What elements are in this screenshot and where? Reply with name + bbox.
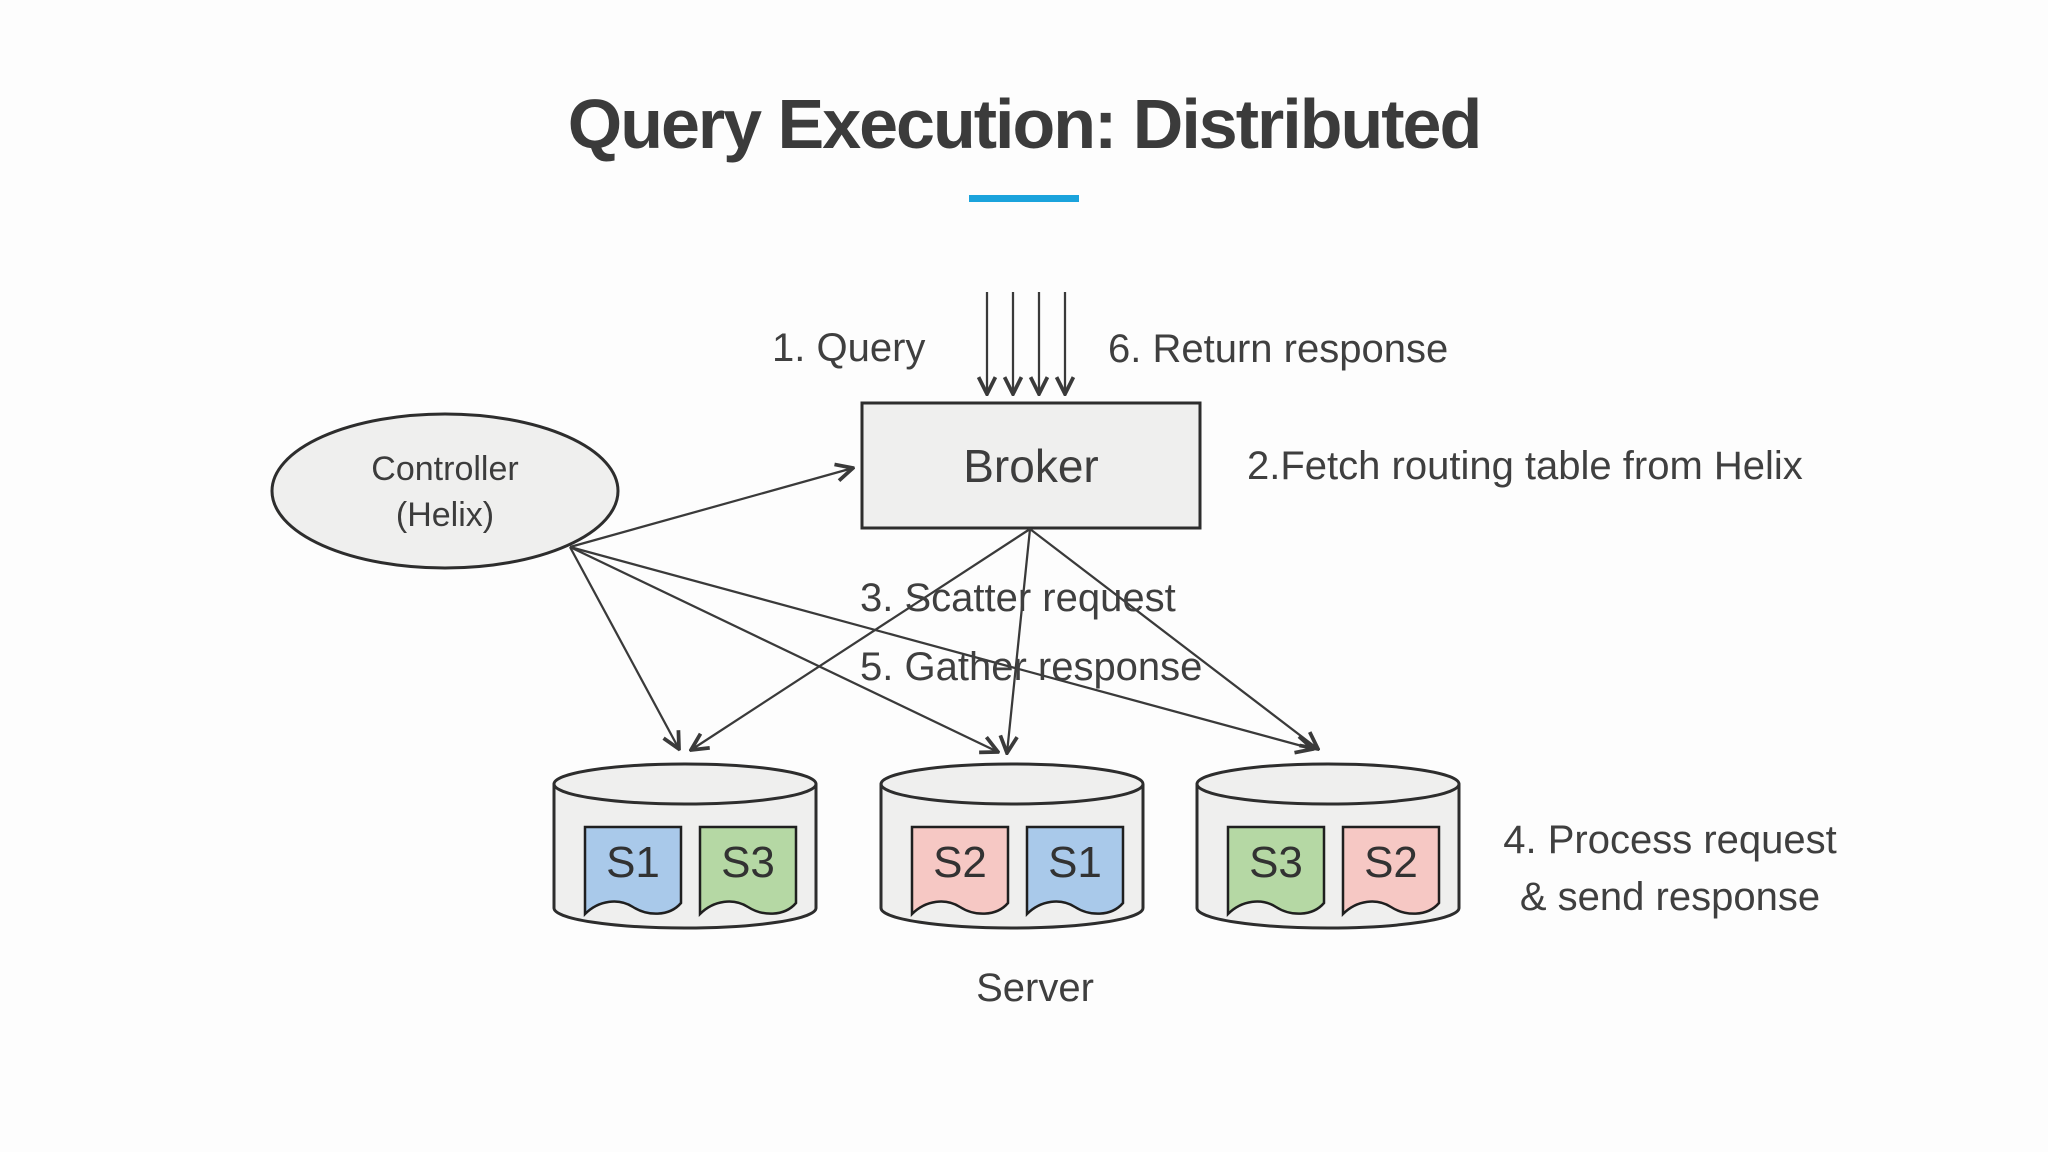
segment-shape-s3-b — [1226, 825, 1326, 918]
annotation-step4-process-request: 4. Process request & send response — [1480, 812, 1860, 926]
controller-to-server2-line — [569, 545, 998, 752]
controller-label-line1: Controller — [371, 450, 519, 488]
annotation-step2-fetch-routing-table: 2.Fetch routing table from Helix — [1247, 444, 1803, 488]
connector-lines — [569, 292, 1318, 753]
controller-node: Controller (Helix) — [272, 446, 618, 538]
segment-shape-s1-b — [1025, 825, 1125, 918]
segment-shape-s3-a — [698, 825, 798, 918]
segment-shape-s2-a — [910, 825, 1010, 918]
broker-node-shape — [860, 401, 1202, 530]
annotation-step5-gather-response: 5. Gather response — [860, 645, 1203, 689]
broker-to-server2-line — [1007, 528, 1032, 753]
segment-label: S3 — [1249, 838, 1303, 887]
controller-to-server3-line — [569, 545, 1313, 749]
segment-label: S3 — [721, 838, 775, 887]
segment-label: S2 — [933, 838, 987, 887]
segment-label: S1 — [1048, 838, 1102, 887]
title-accent-divider — [969, 195, 1079, 202]
broker-to-server3-line — [1029, 528, 1318, 749]
controller-to-broker-arrow — [569, 468, 853, 549]
annotation-step6-return-response: 6. Return response — [1108, 327, 1449, 371]
broker-to-server1-line — [691, 528, 1031, 750]
annotation-step4-line1: 4. Process request — [1503, 818, 1837, 862]
controller-to-server1-line — [569, 546, 679, 749]
annotation-step1-query: 1. Query — [772, 326, 926, 370]
page-title: Query Execution: Distributed — [567, 85, 1482, 163]
server-caption: Server — [976, 966, 1094, 1010]
segment-shapes — [583, 825, 1441, 918]
segment-shape-s1-a — [583, 825, 683, 918]
annotation-step3-scatter-request: 3. Scatter request — [860, 576, 1176, 620]
segment-label: S2 — [1364, 838, 1418, 887]
broker-node: Broker — [963, 439, 1099, 492]
controller-node-shape — [270, 412, 620, 570]
controller-label-line2: (Helix) — [395, 496, 495, 534]
segment-label: S1 — [606, 838, 660, 887]
annotation-step4-line2: & send response — [1519, 875, 1821, 919]
segment-shape-s2-b — [1341, 825, 1441, 918]
